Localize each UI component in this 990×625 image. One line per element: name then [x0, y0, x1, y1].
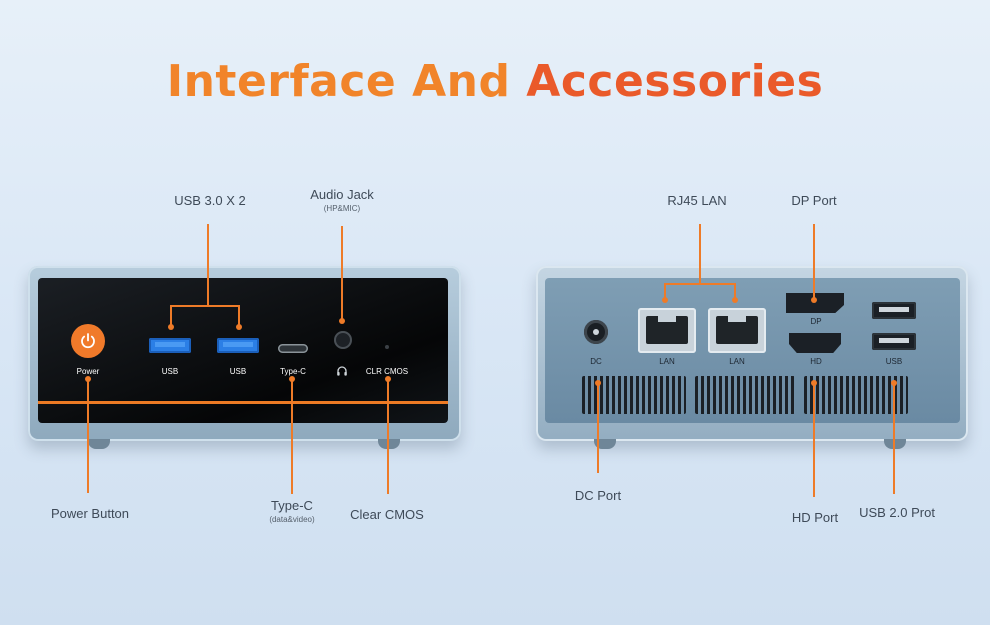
usb-2-port-top[interactable] [872, 302, 916, 319]
front-accent-stripe [38, 401, 448, 404]
usb-2-port-label: USB [885, 357, 903, 366]
type-c-port-label: Type-C [280, 367, 306, 376]
type-c-leader [291, 379, 293, 494]
usb-right-port-label: USB [229, 367, 247, 376]
type-c-port[interactable] [278, 344, 308, 353]
usb-20-leader [893, 383, 895, 494]
audio-jack-dot [339, 318, 345, 324]
dp-port-leader [813, 224, 815, 299]
usb-30-leader-right [238, 305, 240, 327]
rear-foot-right [884, 439, 906, 449]
dp-port-label: DP [810, 317, 822, 326]
clr-cmos-port-label: CLR CMOS [365, 367, 409, 376]
power-port-label: Power [76, 367, 100, 376]
title-part-2: Accessories [526, 56, 824, 107]
audio-jack[interactable] [334, 331, 352, 349]
lan-right-port-label: LAN [729, 357, 745, 366]
dc-port-leader [597, 383, 599, 473]
vent-middle [695, 376, 795, 414]
front-foot-right [378, 439, 400, 449]
usb-30-dot-right [236, 324, 242, 330]
usb-2-port-bottom[interactable] [872, 333, 916, 350]
lan-left-port-label: LAN [659, 357, 675, 366]
lan-port-left[interactable] [638, 308, 696, 353]
hd-port-leader [813, 383, 815, 497]
usb-30-leader-vertical [207, 224, 209, 306]
dp-port-dot [811, 297, 817, 303]
dp-port[interactable] [786, 293, 844, 313]
audio-jack-callout-text: Audio Jack [310, 187, 374, 202]
audio-jack-callout: Audio Jack (HP&MIC) [300, 187, 384, 213]
audio-jack-callout-sub: (HP&MIC) [323, 204, 361, 213]
usb-30-callout: USB 3.0 X 2 [174, 193, 246, 208]
rj45-dot-right [732, 297, 738, 303]
power-button[interactable] [71, 324, 105, 358]
audio-jack-leader [341, 226, 343, 321]
power-icon [81, 333, 95, 349]
rj45-leader-left [664, 283, 666, 299]
clear-cmos-callout: Clear CMOS [350, 507, 424, 522]
power-button-leader [87, 379, 89, 493]
usb-20-callout: USB 2.0 Prot [859, 505, 935, 520]
dc-port-label: DC [590, 357, 602, 366]
rj45-callout: RJ45 LAN [667, 193, 727, 208]
vent-right [804, 376, 908, 414]
dp-port-callout: DP Port [791, 193, 837, 208]
type-c-callout-text: Type-C [271, 498, 313, 513]
rj45-leader-right [734, 283, 736, 299]
hd-port-label: HD [810, 357, 822, 366]
clear-cmos-hole[interactable] [385, 345, 389, 349]
dc-jack[interactable] [584, 320, 608, 344]
rj45-leader-vertical [699, 224, 701, 284]
headphone-icon [336, 365, 348, 379]
lan-port-right[interactable] [708, 308, 766, 353]
title-part-1: Interface And [166, 56, 527, 107]
usb-30-leader-horizontal [170, 305, 240, 307]
rj45-leader-horizontal [664, 283, 736, 285]
usb-left-port-label: USB [161, 367, 179, 376]
clear-cmos-leader [387, 379, 389, 494]
usb-3-port-left[interactable] [149, 338, 191, 353]
usb-3-port-right[interactable] [217, 338, 259, 353]
dc-port-callout: DC Port [574, 488, 622, 503]
usb-30-dot-left [168, 324, 174, 330]
type-c-callout-sub: (data&video) [269, 515, 315, 524]
type-c-callout: Type-C (data&video) [252, 498, 332, 524]
usb-30-leader-left [170, 305, 172, 327]
rear-foot-left [594, 439, 616, 449]
rj45-dot-left [662, 297, 668, 303]
page-title: Interface And Accessories [0, 52, 990, 112]
front-foot-left [88, 439, 110, 449]
power-button-callout: Power Button [50, 506, 130, 521]
hd-port[interactable] [789, 333, 841, 353]
hd-port-callout: HD Port [791, 510, 839, 525]
